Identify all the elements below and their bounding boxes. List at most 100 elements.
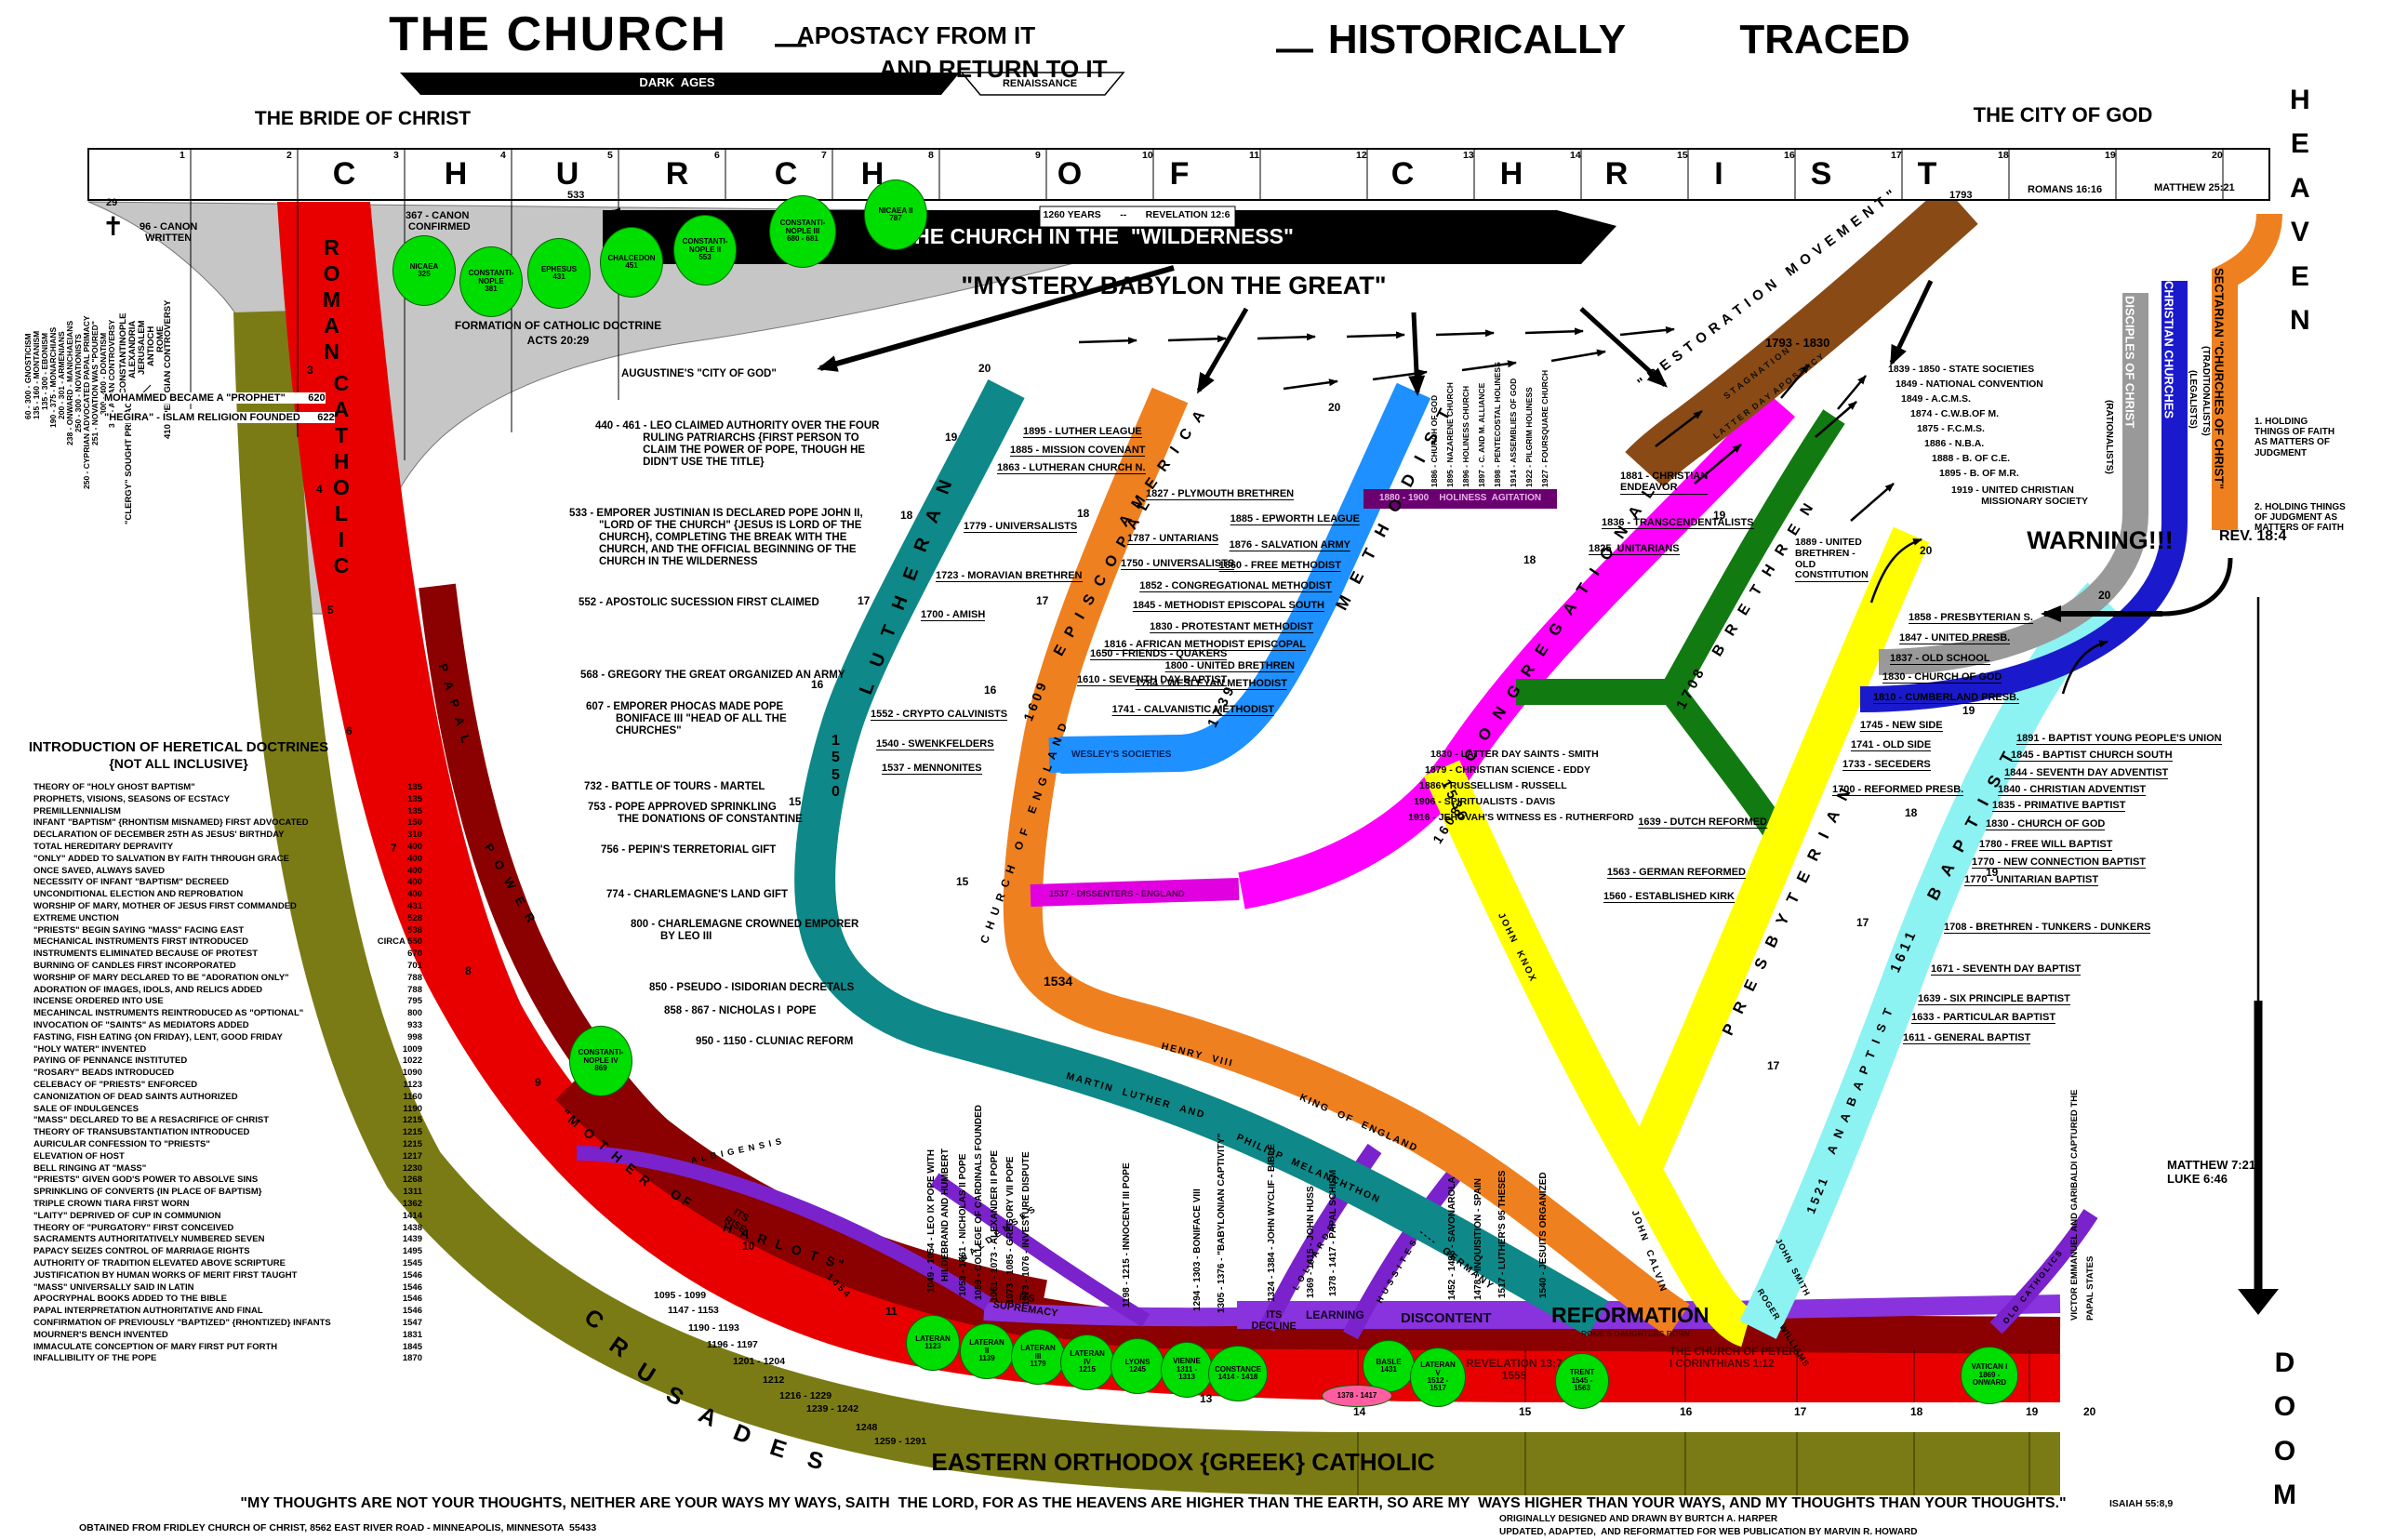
doctrine-item: SALE OF INDULGENCES bbox=[33, 1103, 139, 1114]
timeline-century-4: 4 bbox=[500, 150, 506, 161]
doctrine-item: ADORATION OF IMAGES, IDOLS, AND RELICS A… bbox=[33, 984, 263, 995]
century_numbers-label: 7 bbox=[391, 842, 397, 855]
denominations-label: 1750 - UNIVERSALISTS bbox=[1121, 558, 1235, 571]
century_numbers-label: 18 bbox=[1905, 806, 1918, 819]
denominations-label: 1708 - BRETHREN - TUNKERS - DUNKERS bbox=[1944, 922, 2151, 935]
papal_history-label: 552 - APOSTOLIC SUCESSION FIRST CLAIMED bbox=[579, 597, 819, 608]
denominations-label: 1770 - UNITARIAN BAPTIST bbox=[1964, 874, 2099, 887]
restoration-label: 1874 - C.W.B.OF M. bbox=[1910, 408, 2000, 419]
catholic_band-label: THE CHURCH OF PETER, I CORINTHIANS 1:12 bbox=[1669, 1347, 1800, 1370]
century_numbers-label: 19 bbox=[1986, 866, 1999, 879]
catholic_band-label: C A T H O L I C bbox=[333, 371, 350, 578]
right_bottom-label: VICTOR EMMANUEL AND GARIBALDI CAPTURED T… bbox=[2069, 1089, 2080, 1321]
doctrine-year: 1123 bbox=[403, 1080, 422, 1090]
catholic_band-label: 1369 - 1415 - JOHN HUSS bbox=[1306, 1186, 1316, 1298]
timeline-century-15: 15 bbox=[1677, 150, 1688, 161]
denominations-label: 1639 - DUTCH REFORMED bbox=[1638, 816, 1767, 830]
doctrine-item: PAPAL INTERPRETATION AUTHORITATIVE AND F… bbox=[33, 1306, 263, 1317]
timeline-century-5: 5 bbox=[607, 150, 613, 161]
papal_history-label: 753 - POPE APPROVED SPRINKLING THE DONAT… bbox=[588, 802, 803, 825]
denominations-label: 1770 - NEW CONNECTION BAPTIST bbox=[1972, 856, 2147, 870]
doctrine-year: 135 bbox=[407, 782, 422, 792]
restoration-label: 1849 - NATIONAL CONVENTION bbox=[1895, 378, 2043, 390]
council-chalcedon: CHALCEDON 451 bbox=[600, 227, 663, 298]
denominations-label: 1745 - NEW SIDE bbox=[1860, 720, 1943, 733]
timeline-century-19: 19 bbox=[2105, 150, 2116, 161]
catholic_band-label: 1058 - 1061 - NICHOLAS II POPE bbox=[958, 1153, 968, 1296]
restoration-label: 1. HOLDING THINGS OF FAITH AS MATTERS OF… bbox=[2255, 417, 2335, 458]
doctrine-year: 1831 bbox=[402, 1329, 422, 1340]
denominations-label: 1837 - OLD SCHOOL bbox=[1890, 653, 1990, 666]
denominations-label: 1723 - MORAVIAN BRETHREN bbox=[936, 570, 1083, 583]
denominations-label: 1671 - SEVENTH DAY BAPTIST bbox=[1931, 963, 2082, 976]
restoration-label: (LEGALISTS) bbox=[2188, 370, 2199, 429]
brethren-band-down bbox=[1661, 684, 1789, 843]
century_numbers-label: 9 bbox=[535, 1076, 541, 1089]
century_numbers-label: 18 bbox=[1077, 507, 1090, 520]
doctrine-item: CELEBACY OF "PRIESTS" ENFORCED bbox=[33, 1080, 198, 1090]
designer-credit: ORIGINALLY DESIGNED AND DRAWN BY BURTCH … bbox=[1499, 1514, 1778, 1524]
right_bottom-label: MATTHEW 7:21 LUKE 6:46 bbox=[2167, 1158, 2256, 1186]
denominations-label: 1780 - FREE WILL BAPTIST bbox=[1979, 839, 2113, 852]
council-nicaea-ii: NICAEA II 787 bbox=[864, 179, 927, 250]
doctrine-item: MOURNER'S BENCH INVENTED bbox=[33, 1329, 168, 1340]
catholic_band-label: 1216 - 1229 bbox=[779, 1390, 832, 1401]
catholic_band-label: 1324 - 1384 - JOHN WYCLIF - BIBLE bbox=[1267, 1143, 1277, 1302]
doctrine-item: NECESSITY OF INFANT "BAPTISM" DECREED bbox=[33, 877, 229, 888]
century_numbers-label: 17 bbox=[858, 594, 871, 607]
century_numbers-label: 20 bbox=[2098, 589, 2111, 602]
timeline-century-2: 2 bbox=[286, 150, 292, 161]
doctrine-item: SPRINKLING OF CONVERTS {IN PLACE OF BAPT… bbox=[33, 1187, 262, 1198]
doctrine-year: 1215 bbox=[402, 1115, 422, 1126]
doctrine-year: 310 bbox=[407, 830, 422, 841]
disciples-strip bbox=[1878, 293, 2148, 675]
doctrine-item: FASTING, FISH EATING {ON FRIDAY}, LENT, … bbox=[33, 1031, 283, 1042]
presbyterian-stem bbox=[1423, 760, 1754, 1348]
century_numbers-label: 20 bbox=[978, 362, 991, 375]
doctrine-item: WORSHIP OF MARY, MOTHER OF JESUS FIRST C… bbox=[33, 901, 297, 911]
denominations-label: 1881 - CHRISTIAN ENDEAVOR bbox=[1620, 471, 1709, 495]
christian-churches-label: CHRISTIAN CHURCHES bbox=[2162, 281, 2176, 419]
denominations-label: 1563 - GERMAN REFORMED bbox=[1606, 867, 1746, 880]
doctrine-item: INCENSE ORDERED INTO USE bbox=[33, 996, 164, 1007]
denominations-label: 1876 - SALVATION ARMY bbox=[1229, 539, 1350, 552]
timeline-century-20: 20 bbox=[2212, 150, 2223, 161]
catholic_band-label: 1305 - 1376 - "BABYLONIAN CAPTIVITY" bbox=[1217, 1133, 1227, 1313]
century_numbers-label: 20 bbox=[1920, 544, 1933, 557]
bride-of-christ-label: THE BRIDE OF CHRIST bbox=[254, 108, 472, 129]
century_numbers-label: 17 bbox=[1794, 1405, 1807, 1418]
city-of-god-label: THE CITY OF GOD bbox=[1973, 103, 2153, 126]
doctrine-item: IMMACULATE CONCEPTION OF MARY FIRST PUT … bbox=[33, 1341, 278, 1352]
denominations-label: 1885 - MISSION COVENANT bbox=[1010, 445, 1146, 458]
denominations-label: 1537 - MENNONITES bbox=[882, 763, 982, 776]
sectarian-strip bbox=[2212, 213, 2282, 530]
doctrine-year: 135 bbox=[407, 805, 422, 816]
catholic_band-label: HILDEBRAND AND HUMBERT bbox=[940, 1148, 951, 1281]
doctrine-year: 1362 bbox=[402, 1199, 422, 1209]
century_numbers-label: 20 bbox=[2083, 1405, 2096, 1418]
century_numbers-label: 17 bbox=[1767, 1059, 1780, 1072]
restoration-label: 1793 - 1830 bbox=[1765, 336, 1830, 350]
doctrine-item: JUSTIFICATION BY HUMAN WORKS OF MERIT FI… bbox=[33, 1269, 298, 1281]
timeline-letter: H bbox=[1499, 156, 1523, 192]
holiness-agitation-label: 1880 - 1900 HOLINESS AGITATION bbox=[1378, 493, 1542, 503]
doctrine-year: 788 bbox=[407, 984, 422, 995]
sectarian-churches-label: SECTARIAN "CHURCHES OF CHRIST" bbox=[2212, 268, 2227, 490]
hussites-curve bbox=[1343, 1168, 1462, 1340]
header-label: — bbox=[775, 26, 806, 61]
revelation-12-6-box bbox=[1039, 206, 1236, 228]
catholic_band-label: 1073 - 1076 - INVESTURE DISPUTE bbox=[1021, 1151, 1031, 1306]
doctrine-item: "MASS" UNIVERSALLY SAID IN LATIN bbox=[33, 1281, 194, 1293]
subtitle-historically: HISTORICALLY bbox=[1327, 17, 1627, 62]
papal_history-label: 858 - 867 - NICHOLAS I POPE bbox=[664, 1005, 817, 1016]
reformation_band-label: DISCONTENT bbox=[1401, 1310, 1492, 1326]
wesleys-societies-label: WESLEY'S SOCIETIES bbox=[1071, 750, 1172, 760]
doctrine-year: 1845 bbox=[402, 1341, 422, 1352]
doctrine-item: MECHANICAL INSTRUMENTS FIRST INTRODUCED bbox=[33, 936, 248, 948]
timeline-century-17: 17 bbox=[1891, 150, 1902, 161]
century_numbers-label: 15 bbox=[1519, 1405, 1532, 1418]
doctrines-subheading: {NOT ALL INCLUSIVE} bbox=[109, 756, 248, 771]
doctrine-item: INFANT "BAPTISM" {RHONTISM MISNAMED} FIR… bbox=[33, 817, 309, 829]
century_numbers-label: 19 bbox=[2026, 1405, 2039, 1418]
